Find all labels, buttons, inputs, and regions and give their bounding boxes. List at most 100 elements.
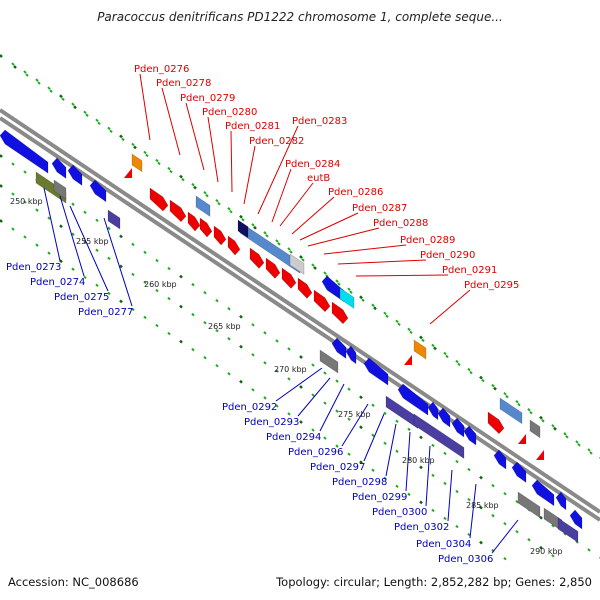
forward-gene-label[interactable]: Pden_0276 — [134, 64, 189, 75]
guide-dot — [551, 424, 555, 428]
reverse-gene-label[interactable]: Pden_0302 — [394, 522, 449, 533]
guide-dot — [133, 145, 137, 150]
guide-dot — [11, 162, 15, 166]
gene-glyph — [265, 257, 281, 279]
forward-gene-label[interactable]: Pden_0283 — [292, 116, 347, 127]
reverse-gene-label[interactable]: Pden_0296 — [288, 447, 343, 458]
guide-dot — [119, 134, 123, 139]
guide-dot — [83, 240, 87, 244]
gene-glyph-small — [404, 355, 412, 365]
guide-dot — [493, 386, 497, 391]
guide-dot — [587, 448, 591, 452]
guide-dot — [443, 481, 447, 486]
guide-dot — [515, 500, 519, 504]
guide-dot — [95, 248, 99, 253]
guide-dot — [263, 231, 267, 235]
reverse-gene-label[interactable]: Pden_0298 — [332, 477, 387, 488]
forward-leader-line — [161, 87, 181, 156]
guide-dot — [263, 331, 267, 335]
forward-gene-label[interactable]: Pden_0287 — [352, 203, 407, 214]
reverse-gene-label[interactable]: Pden_0299 — [352, 492, 407, 503]
guide-dot — [37, 81, 41, 85]
forward-gene-label[interactable]: Pden_0290 — [420, 250, 475, 261]
guide-dot — [539, 545, 543, 550]
backbone-line-outer — [0, 108, 600, 514]
guide-dot — [167, 331, 171, 336]
reverse-gene-label[interactable]: Pden_0304 — [416, 539, 471, 550]
reverse-gene-label[interactable]: Pden_0292 — [222, 402, 277, 413]
guide-dot — [0, 184, 3, 188]
reverse-gene-label[interactable]: Pden_0294 — [266, 432, 321, 443]
gene-glyph — [413, 339, 427, 360]
guide-dot — [47, 86, 51, 90]
gene-glyph — [51, 157, 67, 179]
guide-dot — [359, 425, 363, 430]
guide-dot — [143, 250, 147, 255]
reverse-gene-label[interactable]: Pden_0273 — [6, 262, 61, 273]
reverse-leader-line — [385, 423, 397, 477]
reverse-gene-label[interactable]: Pden_0306 — [438, 554, 493, 565]
guide-dot — [479, 505, 483, 510]
guide-dot — [481, 378, 485, 383]
guide-dot — [467, 497, 471, 502]
guide-dot — [131, 307, 135, 312]
forward-gene-label[interactable]: Pden_0281 — [225, 121, 280, 132]
guide-dot — [539, 515, 543, 520]
forward-gene-label[interactable]: Pden_0286 — [328, 187, 383, 198]
guide-dot — [443, 451, 447, 456]
guide-dot — [143, 315, 147, 320]
gene-glyph — [385, 395, 419, 430]
guide-dot — [277, 242, 281, 246]
guide-dot — [455, 459, 459, 464]
reverse-gene-label[interactable]: Pden_0297 — [310, 462, 365, 473]
tick-label: 280 kbp — [402, 456, 435, 465]
guide-dot — [143, 280, 147, 285]
guide-dot — [23, 170, 27, 174]
gene-glyph — [529, 419, 541, 439]
reverse-gene-label[interactable]: Pden_0274 — [30, 277, 85, 288]
guide-dot — [107, 291, 111, 296]
gene-glyph — [321, 275, 345, 303]
forward-gene-label[interactable]: Pden_0288 — [373, 218, 428, 229]
guide-dot — [145, 153, 149, 158]
guide-dot — [47, 251, 51, 255]
forward-gene-label[interactable]: Pden_0280 — [202, 107, 257, 118]
forward-gene-label[interactable]: Pden_0295 — [464, 280, 519, 291]
guide-dot — [503, 521, 507, 526]
guide-dot — [553, 426, 557, 431]
gene-glyph — [67, 164, 83, 186]
guide-dot — [0, 219, 3, 223]
forward-gene-label[interactable]: Pden_0284 — [285, 159, 340, 170]
guide-dot — [311, 263, 315, 267]
forward-gene-label[interactable]: Pden_0282 — [249, 136, 304, 147]
guide-dot — [335, 409, 339, 413]
guide-dot — [167, 166, 171, 171]
guide-dot — [395, 484, 399, 489]
reverse-gene-label[interactable]: Pden_0277 — [78, 307, 133, 318]
forward-gene-label[interactable]: Pden_0291 — [442, 265, 497, 276]
forward-gene-label[interactable]: eutB — [307, 173, 330, 184]
gene-glyph — [363, 357, 389, 386]
guide-dot — [203, 190, 207, 195]
guide-dot — [503, 391, 507, 396]
guide-dot — [215, 299, 219, 303]
forward-gene-label[interactable]: Pden_0289 — [400, 235, 455, 246]
forward-leader-line — [307, 227, 380, 247]
guide-dot — [119, 234, 123, 239]
forward-gene-label[interactable]: Pden_0278 — [156, 78, 211, 89]
guide-dot — [155, 323, 159, 328]
guide-dot — [539, 415, 543, 420]
guide-dot — [469, 370, 473, 375]
guide-dot — [467, 467, 471, 472]
gene-glyph — [313, 289, 331, 313]
reverse-leader-line — [103, 217, 133, 307]
reverse-gene-label[interactable]: Pden_0275 — [54, 292, 109, 303]
reverse-gene-label[interactable]: Pden_0300 — [372, 507, 427, 518]
forward-gene-label[interactable]: Pden_0279 — [180, 93, 235, 104]
guide-dot — [203, 320, 207, 325]
guide-dot — [551, 524, 555, 528]
reverse-gene-label[interactable]: Pden_0293 — [244, 417, 299, 428]
gene-glyph-small — [518, 434, 526, 444]
guide-dot — [313, 266, 317, 270]
reverse-leader-line — [69, 205, 109, 292]
